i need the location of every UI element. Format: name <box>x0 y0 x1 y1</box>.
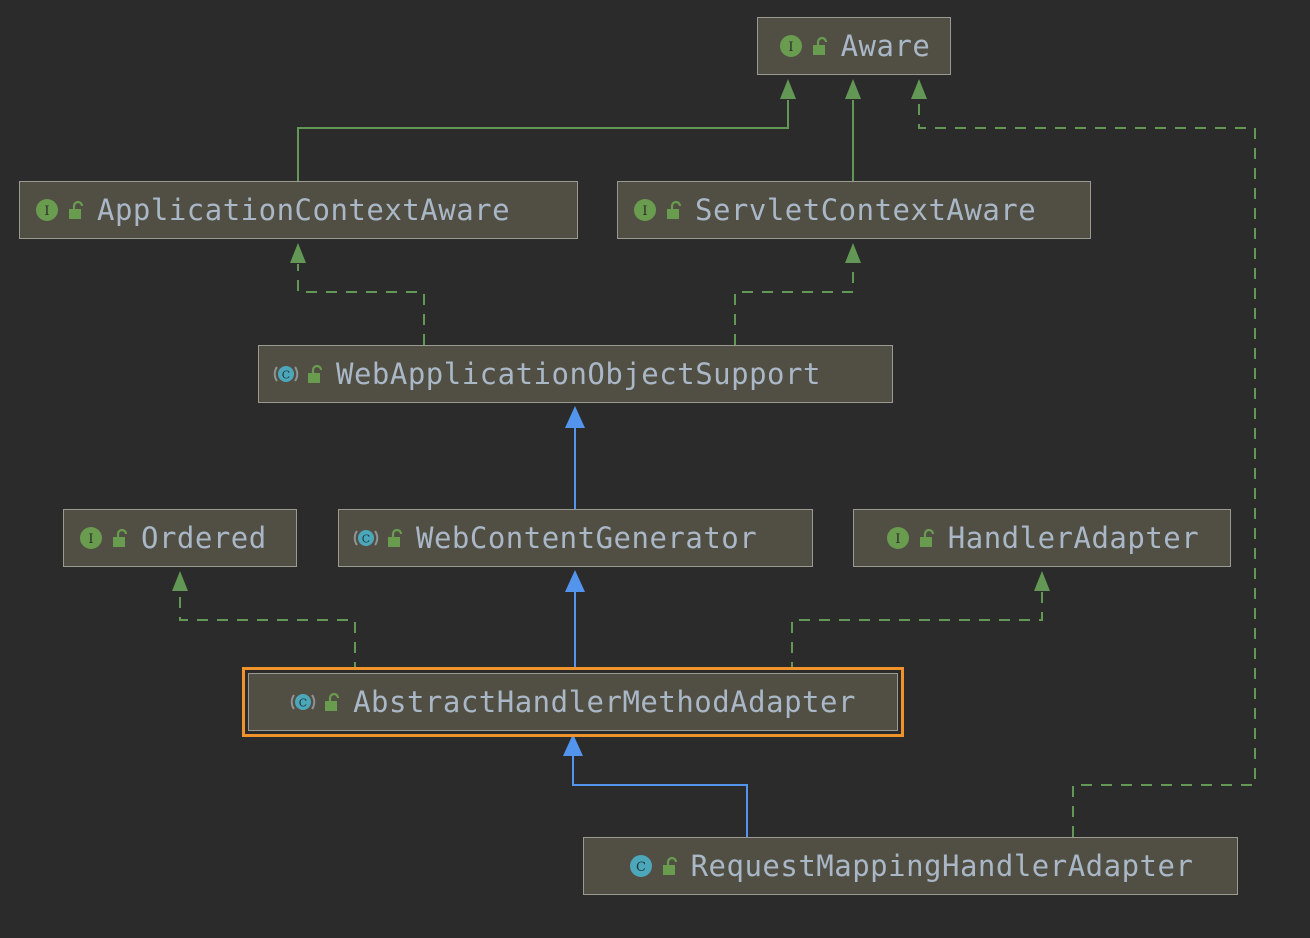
edge-application-context-aware-to-aware <box>297 79 796 181</box>
edge-abstract-handler-method-adapter-to-ordered <box>172 571 356 673</box>
node-ordered[interactable]: I Ordered <box>63 509 297 567</box>
node-application-context-aware-label: ApplicationContextAware <box>97 192 511 227</box>
abstract-class-icon: C <box>353 530 379 546</box>
interface-icon: I <box>80 527 102 549</box>
node-handler-adapter-icons: I <box>885 525 938 551</box>
edge-abstract-handler-method-adapter-to-handler-adapter <box>791 571 1050 673</box>
node-servlet-context-aware-label: ServletContextAware <box>695 192 1037 227</box>
node-handler-adapter-label: HandlerAdapter <box>947 520 1200 555</box>
abstract-class-icon: C <box>273 366 299 382</box>
unlocked-padlock-icon <box>388 528 403 547</box>
svg-text:C: C <box>636 860 646 875</box>
unlocked-padlock-icon <box>812 36 827 55</box>
node-handler-adapter[interactable]: I HandlerAdapter <box>853 509 1231 567</box>
svg-text:I: I <box>642 204 647 219</box>
edge-web-application-object-support-to-servlet-context-aware <box>734 243 861 345</box>
node-web-application-object-support-icons: C <box>273 361 326 387</box>
unlocked-padlock-icon <box>325 692 340 711</box>
svg-text:I: I <box>44 204 49 219</box>
edge-request-mapping-handler-adapter-to-abstract-handler-method-adapter <box>563 734 748 837</box>
edge-servlet-context-aware-to-aware <box>845 79 861 181</box>
interface-icon: I <box>36 199 58 221</box>
interface-icon: I <box>886 527 909 549</box>
edge-web-content-generator-to-web-application-object-support <box>565 406 585 509</box>
node-request-mapping-handler-adapter[interactable]: C RequestMappingHandlerAdapter <box>583 837 1238 895</box>
node-ordered-icons: I <box>78 525 131 551</box>
node-abstract-handler-method-adapter-label: AbstractHandlerMethodAdapter <box>353 684 856 719</box>
node-web-content-generator[interactable]: C WebContentGenerator <box>338 509 813 567</box>
node-abstract-handler-method-adapter[interactable]: C AbstractHandlerMethodAdapter <box>242 667 904 737</box>
unlocked-padlock-icon <box>69 200 84 219</box>
node-application-context-aware-icons: I <box>34 197 87 223</box>
edge-web-application-object-support-to-application-context-aware <box>290 243 425 345</box>
node-servlet-context-aware[interactable]: I ServletContextAware <box>617 181 1091 239</box>
node-ordered-label: Ordered <box>141 520 267 555</box>
edge-abstract-handler-method-adapter-to-web-content-generator <box>565 570 585 673</box>
abstract-class-icon: C <box>290 694 316 710</box>
unlocked-padlock-icon <box>667 200 682 219</box>
node-request-mapping-handler-adapter-label: RequestMappingHandlerAdapter <box>690 848 1194 883</box>
svg-text:I: I <box>895 532 900 547</box>
node-abstract-handler-method-adapter-icons: C <box>290 689 343 715</box>
unlocked-padlock-icon <box>662 856 677 875</box>
node-aware-label: Aware <box>840 28 931 63</box>
class-icon: C <box>629 855 652 877</box>
svg-text:C: C <box>282 369 290 382</box>
node-application-context-aware[interactable]: I ApplicationContextAware <box>19 181 578 239</box>
node-aware-icons: I <box>778 33 831 59</box>
node-web-content-generator-label: WebContentGenerator <box>416 520 758 555</box>
unlocked-padlock-icon <box>308 364 323 383</box>
interface-icon: I <box>779 35 802 57</box>
svg-text:C: C <box>362 533 370 546</box>
node-servlet-context-aware-icons: I <box>632 197 685 223</box>
node-web-application-object-support[interactable]: C WebApplicationObjectSupport <box>258 345 893 403</box>
unlocked-padlock-icon <box>919 528 934 547</box>
svg-text:I: I <box>788 40 793 55</box>
node-web-content-generator-icons: C <box>353 525 406 551</box>
svg-text:C: C <box>299 697 307 710</box>
interface-icon: I <box>634 199 656 221</box>
svg-text:I: I <box>88 532 93 547</box>
node-request-mapping-handler-adapter-icons: C <box>628 853 681 879</box>
node-web-application-object-support-label: WebApplicationObjectSupport <box>336 356 821 391</box>
unlocked-padlock-icon <box>113 528 128 547</box>
node-aware[interactable]: I Aware <box>757 17 951 75</box>
